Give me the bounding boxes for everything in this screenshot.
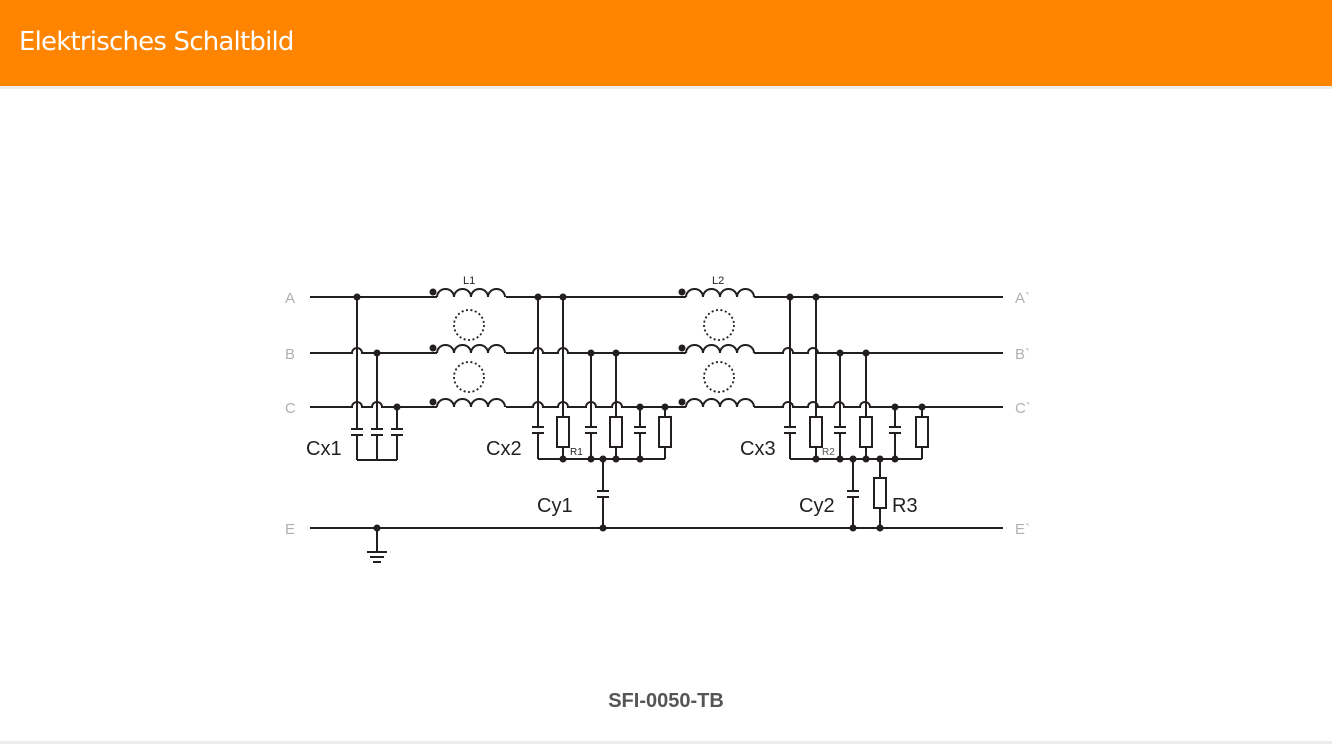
footer-divider [0,741,1332,744]
terminal-label-e-out: E` [1015,521,1030,538]
terminal-label-b-out: B` [1015,346,1030,363]
label-cy2: Cy2 [799,495,835,517]
terminal-label-c: C [285,400,296,417]
terminal-label-a-out: A` [1015,290,1030,307]
page-title: Elektrisches Schaltbild [19,27,294,57]
label-l2: L2 [712,275,724,287]
page-header: Elektrisches Schaltbild [0,0,1332,86]
header-divider [0,86,1332,89]
terminal-label-b: B [285,346,295,363]
label-cx3: Cx3 [740,438,776,460]
label-r1: R1 [570,447,583,458]
label-cx2: Cx2 [486,438,522,460]
label-cx1: Cx1 [306,438,342,460]
terminal-label-a: A [285,290,295,307]
terminal-label-c-out: C` [1015,400,1031,417]
label-r2: R2 [822,447,835,458]
label-l1: L1 [463,275,475,287]
label-r3: R3 [892,495,918,517]
label-cy1: Cy1 [537,495,573,517]
terminal-label-e: E [285,521,295,538]
product-code-caption: SFI-0050-TB [608,690,724,712]
